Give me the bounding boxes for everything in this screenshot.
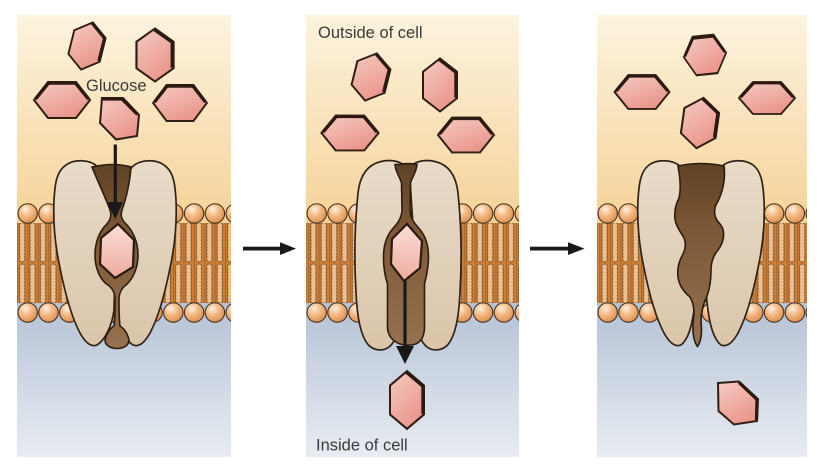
svg-text:Inside of cell: Inside of cell bbox=[316, 437, 408, 455]
svg-text:Outside of cell: Outside of cell bbox=[318, 24, 423, 42]
svg-text:Glucose: Glucose bbox=[86, 77, 147, 95]
